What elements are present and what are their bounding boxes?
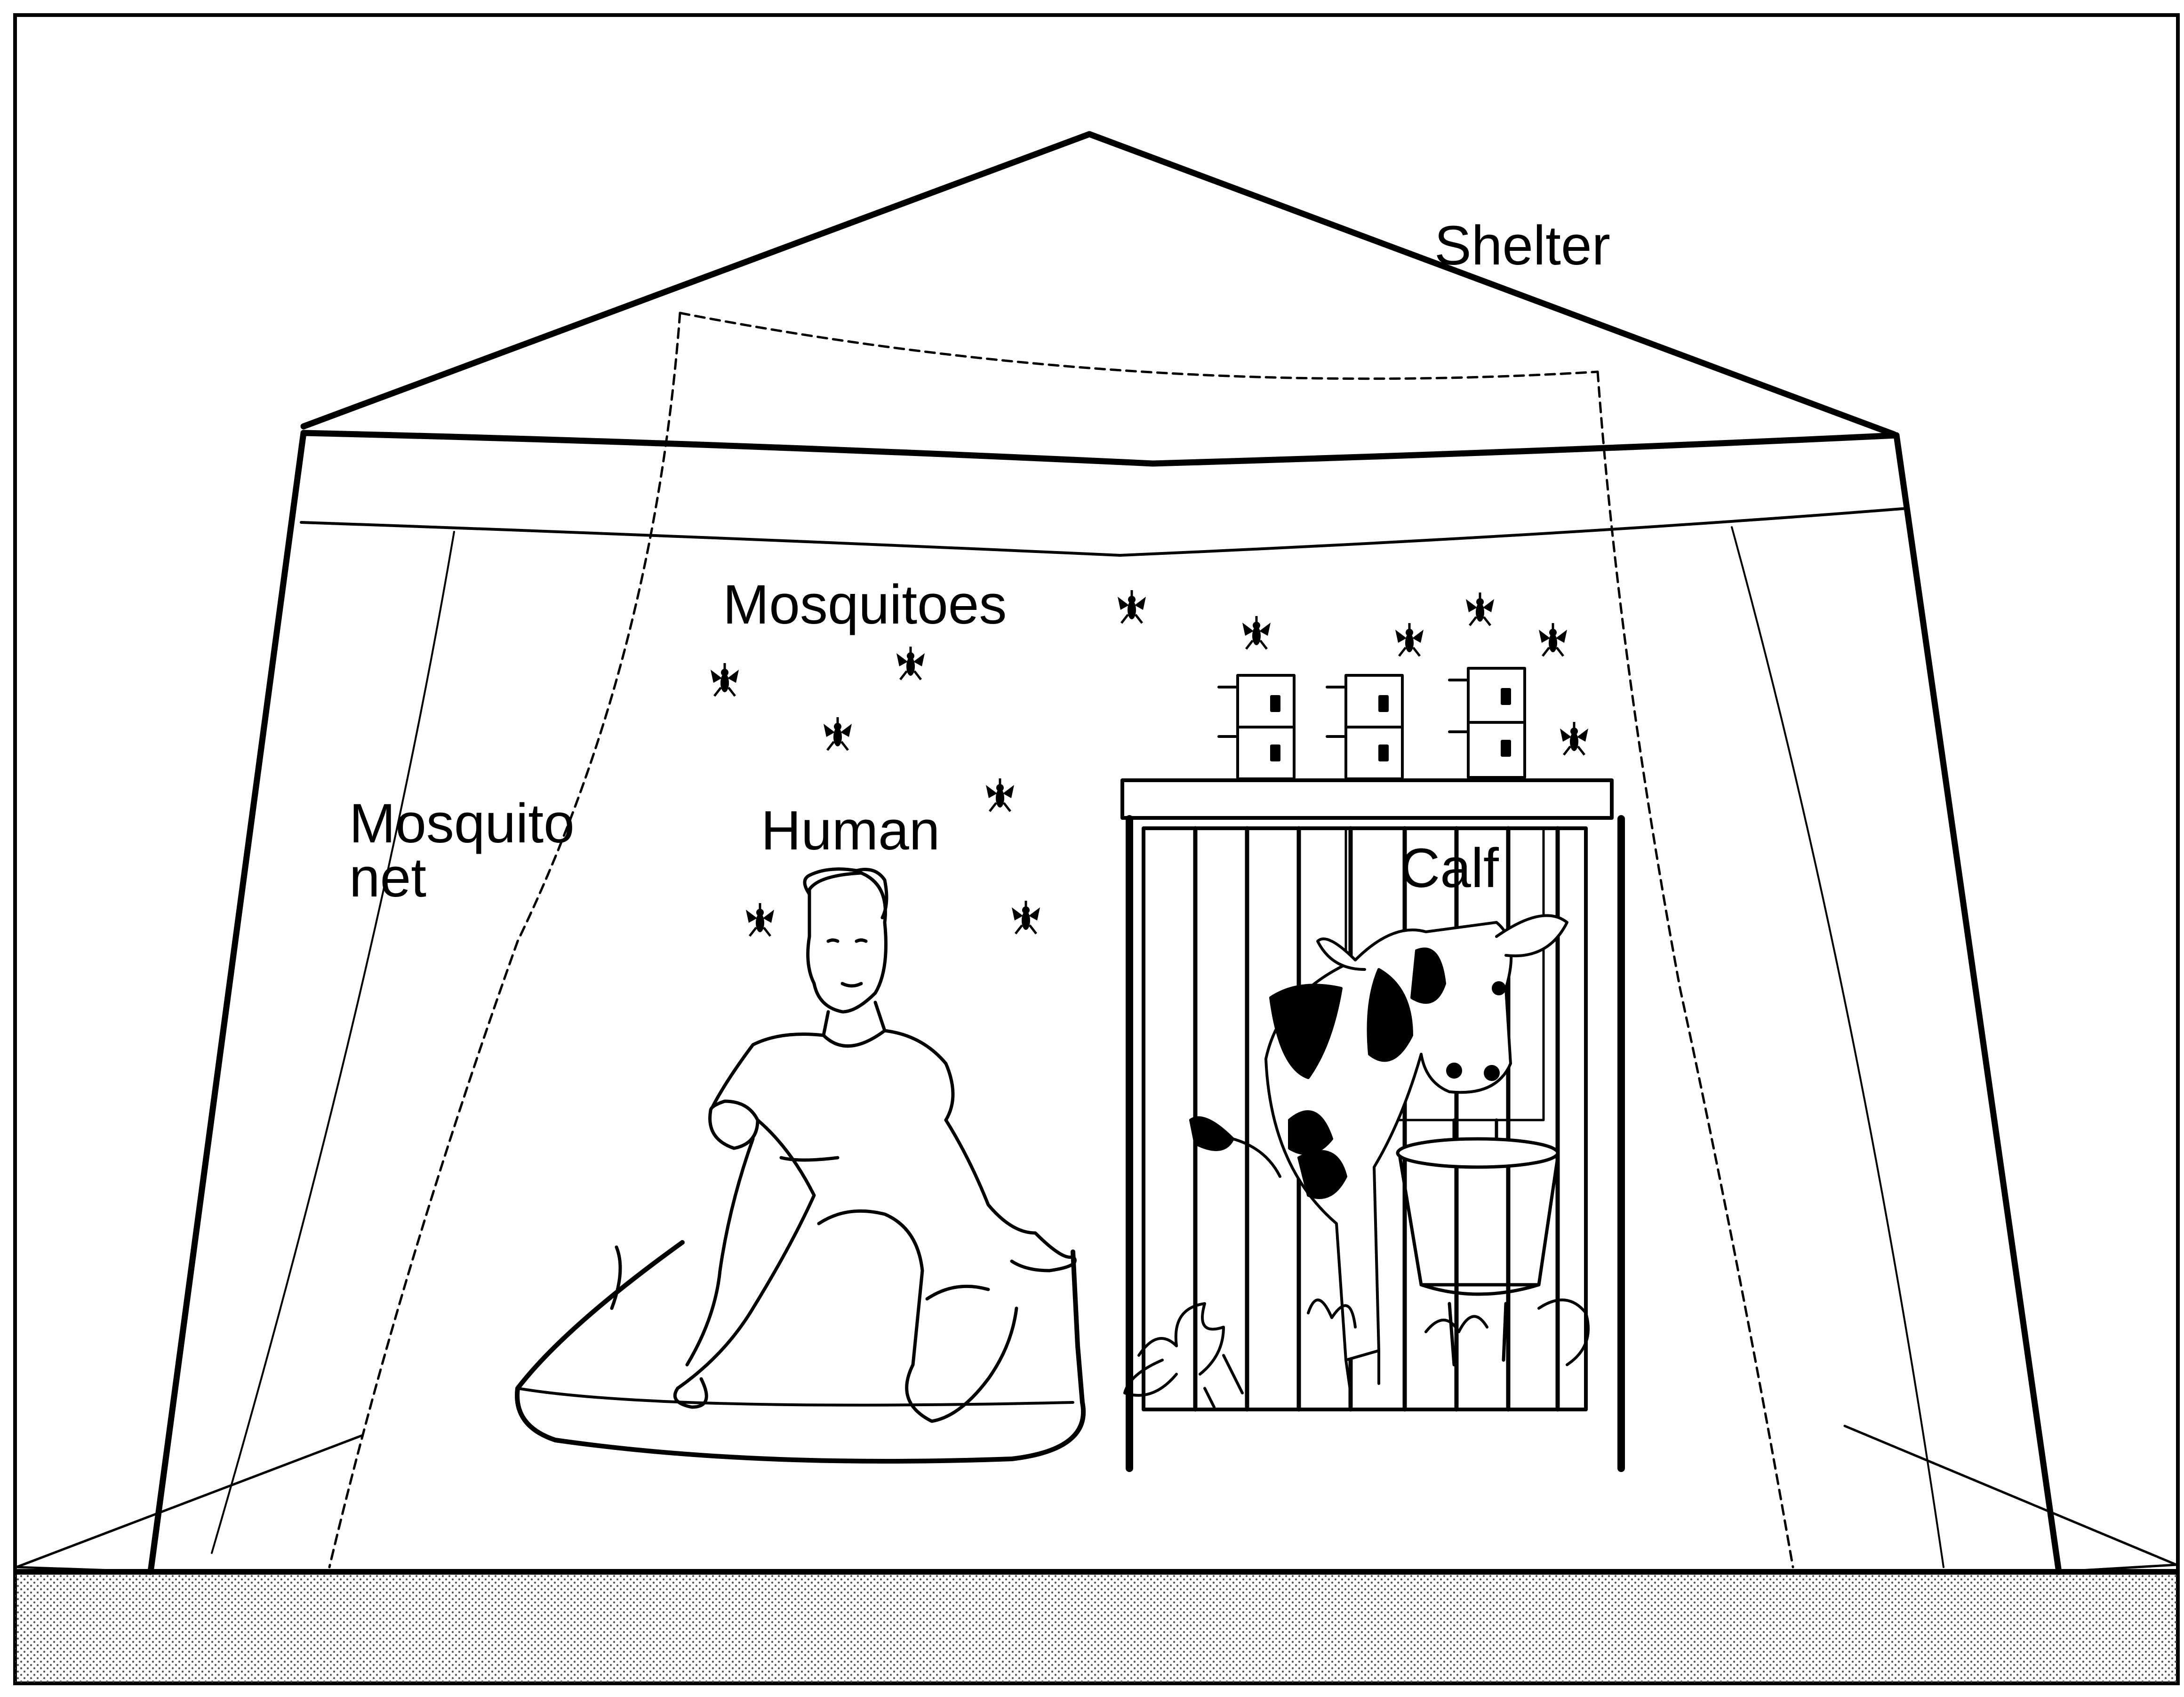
- mosquito-net-folds: [212, 527, 1944, 1567]
- trap-box-icon: [1449, 668, 1525, 777]
- mosquito-icon: [986, 778, 1014, 811]
- mosquito-icon: [1242, 616, 1271, 649]
- human-label: Human: [761, 800, 940, 862]
- mosquito-net-label: Mosquito: [349, 792, 575, 855]
- mosquitoes-label: Mosquitoes: [723, 574, 1007, 636]
- mosquito-icon: [1560, 722, 1588, 755]
- mosquito-icon: [1539, 623, 1567, 656]
- mosquito-traps: [1219, 668, 1525, 779]
- mosquito-icon: [1118, 590, 1146, 623]
- mosquito-icon: [746, 903, 774, 936]
- trap-box-icon: [1219, 675, 1294, 779]
- calf-label: Calf: [1400, 837, 1499, 899]
- trap-box-icon: [1327, 675, 1402, 779]
- mosquito-icon: [1012, 901, 1040, 934]
- mosquito-icon: [711, 663, 739, 696]
- mattress: [517, 1242, 1083, 1461]
- mosquito-icon: [1466, 592, 1494, 625]
- mosquito-icon: [896, 647, 925, 680]
- shelter-label: Shelter: [1434, 215, 1610, 277]
- feed-bucket: [1398, 1120, 1558, 1365]
- ground: [15, 1572, 2178, 1683]
- mosquito-icon: [824, 717, 852, 750]
- mosquito-net-label-line2: net: [349, 847, 426, 909]
- frame: [15, 15, 2178, 1683]
- shelter-tent: [16, 134, 2176, 1572]
- human-figure: [517, 869, 1083, 1461]
- mosquito-icon: [1395, 623, 1424, 656]
- mosquito-net: [329, 313, 1793, 1567]
